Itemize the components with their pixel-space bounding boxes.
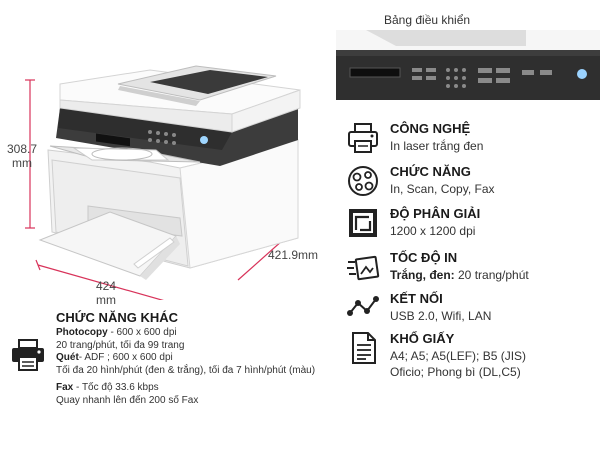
scan-label: Quét bbox=[56, 352, 79, 364]
printer-icon bbox=[12, 339, 44, 371]
fax-line: Fax - Tốc độ 33.6 kbps bbox=[56, 382, 315, 395]
height-dimension-line bbox=[25, 79, 35, 229]
control-panel-closeup bbox=[336, 30, 600, 100]
resolution-icon bbox=[349, 209, 377, 237]
width-unit: mm bbox=[96, 293, 116, 307]
other-functions-title: CHỨC NĂNG KHÁC bbox=[56, 310, 179, 325]
paper-size-line: Oficio; Phong bì (DL,C5) bbox=[390, 365, 521, 379]
functions-icon bbox=[348, 166, 378, 196]
photocopy-line: Photocopy - 600 x 600 dpi bbox=[56, 327, 315, 340]
speed-value: 20 trang/phút bbox=[454, 268, 529, 282]
height-unit: mm bbox=[12, 156, 32, 170]
speed-icon bbox=[347, 255, 380, 281]
fax-speed-dial: Quay nhanh lên đến 200 số Fax bbox=[56, 394, 199, 406]
scan-speed: Tối đa 20 hình/phút (đen & trắng), tối đ… bbox=[56, 364, 316, 376]
spec-title: TỐC ĐỘ IN bbox=[390, 250, 458, 265]
spec-title: CHỨC NĂNG bbox=[390, 164, 471, 179]
paper-size-line: A4; A5; A5(LEF); B5 (JIS) bbox=[390, 349, 527, 363]
printer-illustration bbox=[25, 65, 301, 300]
width-value: 424 bbox=[95, 279, 117, 293]
height-value: 308.7 bbox=[6, 142, 38, 156]
other-functions-list: Photocopy - 600 x 600 dpi 20 trang/phút,… bbox=[56, 327, 315, 408]
spec-title: CÔNG NGHỆ bbox=[390, 121, 471, 136]
printer-icon bbox=[348, 123, 378, 153]
photocopy-label: Photocopy bbox=[56, 327, 108, 338]
spec-value: In laser trắng đen bbox=[390, 139, 484, 153]
spec-title: ĐỘ PHÂN GIẢI bbox=[390, 206, 481, 221]
paper-size-icon bbox=[352, 332, 376, 364]
photocopy-speed: 20 trang/phút, tối đa 99 trang bbox=[56, 339, 185, 351]
speed-mode-label: Trắng, đen: bbox=[390, 268, 455, 282]
width-dimension-line bbox=[35, 259, 164, 300]
control-panel-caption: Bảng điều khiển bbox=[384, 13, 471, 27]
spec-value: In, Scan, Copy, Fax bbox=[390, 182, 495, 196]
spec-value: 1200 x 1200 dpi bbox=[390, 224, 476, 238]
fax-detail: - Tốc độ 33.6 kbps bbox=[73, 382, 159, 394]
photocopy-detail: - 600 x 600 dpi bbox=[107, 327, 177, 338]
width-dimension-label: 424 mm bbox=[86, 279, 126, 307]
spec-value: USB 2.0, Wifi, LAN bbox=[390, 309, 492, 323]
fax-label: Fax bbox=[56, 382, 74, 394]
spec-title: KẾT NỐI bbox=[390, 291, 443, 306]
spec-title: KHỔ GIẤY bbox=[390, 331, 455, 346]
spec-value: Trắng, đen: 20 trang/phút bbox=[390, 267, 529, 283]
spec-value: A4; A5; A5(LEF); B5 (JIS) Oficio; Phong … bbox=[390, 348, 526, 380]
connectivity-icon bbox=[347, 296, 379, 316]
scan-line: Quét- ADF ; 600 x 600 dpi bbox=[56, 352, 315, 365]
scan-detail: - ADF ; 600 x 600 dpi bbox=[78, 352, 173, 364]
height-dimension-label: 308.7 mm bbox=[2, 142, 42, 170]
depth-dimension-label: 421.9mm bbox=[267, 248, 319, 262]
